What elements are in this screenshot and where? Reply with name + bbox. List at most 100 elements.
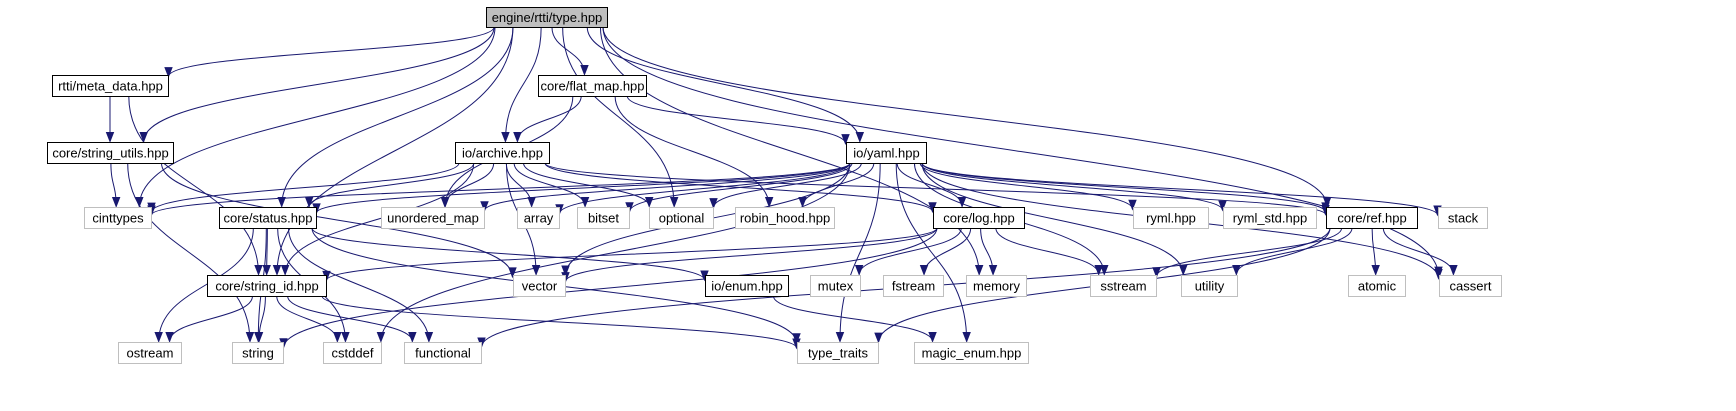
- arrowhead-icon: [957, 197, 967, 208]
- edge-yaml-to-magic-enum: [895, 162, 968, 342]
- node-box: [47, 142, 174, 164]
- node-box: [1326, 207, 1418, 229]
- node-label: io/archive.hpp: [462, 146, 543, 161]
- edge-enum-to-magic-enum: [772, 295, 934, 342]
- edge-yaml-to-type-traits: [839, 162, 881, 342]
- edge-status-to-enum: [311, 227, 705, 281]
- node-functional: functional: [404, 342, 482, 364]
- node-yaml[interactable]: io/yaml.hpp: [846, 142, 927, 164]
- node-label: io/yaml.hpp: [853, 146, 919, 161]
- node-robin-hood: robin_hood.hpp: [735, 207, 835, 229]
- arrowhead-icon: [764, 197, 774, 208]
- node-box: [52, 75, 169, 97]
- node-string-id[interactable]: core/string_id.hpp: [207, 275, 327, 297]
- arrowhead-icon: [1128, 199, 1137, 211]
- edge-type-to-status: [281, 26, 514, 207]
- node-label: vector: [522, 279, 558, 294]
- node-log[interactable]: core/log.hpp: [933, 207, 1025, 229]
- edge-yaml-to-utility: [921, 162, 1184, 275]
- edge-ref-to-sstream: [1156, 227, 1343, 277]
- node-label: robin_hood.hpp: [740, 211, 830, 226]
- arrowhead-icon: [254, 332, 264, 343]
- node-box: [1439, 275, 1502, 297]
- arrowhead-icon: [165, 332, 174, 343]
- arrowhead-icon: [988, 265, 998, 276]
- edge-meta-data-to-string-id: [128, 95, 260, 275]
- arrowhead-icon: [928, 332, 937, 343]
- node-archive[interactable]: io/archive.hpp: [455, 142, 550, 164]
- node-magic-enum: magic_enum.hpp: [914, 342, 1029, 364]
- node-flat-map[interactable]: core/flat_map.hpp: [538, 75, 647, 97]
- node-stack: stack: [1438, 207, 1488, 229]
- arrowhead-icon: [580, 65, 589, 76]
- arrowhead-icon: [1094, 265, 1103, 276]
- node-meta-data[interactable]: rtti/meta_data.hpp: [52, 75, 169, 97]
- node-box: [735, 207, 835, 229]
- node-cassert: cassert: [1439, 275, 1502, 297]
- node-box: [517, 207, 560, 229]
- edge-log-to-vector: [565, 227, 938, 282]
- node-label: string: [242, 346, 274, 361]
- node-ryml-std: ryml_std.hpp: [1223, 207, 1317, 229]
- node-box: [538, 75, 647, 97]
- node-box: [914, 342, 1029, 364]
- edge-type-to-archive: [504, 26, 542, 142]
- node-label: engine/rtti/type.hpp: [492, 10, 603, 25]
- node-label: core/ref.hpp: [1337, 211, 1406, 226]
- node-enum[interactable]: io/enum.hpp: [705, 275, 789, 297]
- node-mutex: mutex: [810, 275, 861, 297]
- edge-archive-to-status: [308, 162, 475, 207]
- edge-archive-to-optional: [522, 162, 650, 207]
- edge-string-utils-to-vector: [160, 162, 513, 277]
- arrowhead-icon: [164, 67, 173, 78]
- node-label: cassert: [1450, 279, 1492, 294]
- node-box: [84, 207, 152, 229]
- edge-archive-to-cinttypes: [151, 162, 460, 213]
- node-type[interactable]: engine/rtti/type.hpp: [486, 7, 608, 28]
- node-label: array: [524, 211, 554, 226]
- arrowhead-icon: [440, 197, 450, 208]
- arrowhead-icon: [333, 332, 342, 343]
- node-status[interactable]: core/status.hpp: [219, 207, 317, 229]
- arrowhead-icon: [480, 201, 489, 213]
- arrowhead-icon: [277, 197, 286, 208]
- node-label: cinttypes: [92, 211, 144, 226]
- edge-string-utils-to-string: [127, 162, 251, 342]
- node-ref[interactable]: core/ref.hpp: [1326, 207, 1418, 229]
- edge-type-to-cinttypes: [138, 26, 496, 207]
- node-box: [933, 207, 1025, 229]
- edge-flat-map-to-robin-hood: [614, 95, 770, 207]
- arrowhead-icon: [262, 265, 271, 276]
- edge-status-to-functional: [288, 227, 430, 342]
- arrowhead-icon: [709, 198, 718, 210]
- arrowhead-icon: [424, 332, 434, 343]
- arrowhead-icon: [245, 332, 255, 343]
- node-label: stack: [1448, 211, 1479, 226]
- arrowhead-icon: [835, 332, 845, 343]
- arrowhead-icon: [254, 265, 263, 276]
- arrowhead-icon: [105, 132, 115, 143]
- edge-archive-to-string-id: [284, 162, 475, 275]
- node-label: optional: [659, 211, 705, 226]
- edge-type-to-string-utils: [143, 26, 495, 142]
- node-array: array: [517, 207, 560, 229]
- edge-yaml-to-array: [559, 162, 851, 214]
- node-box: [1181, 275, 1238, 297]
- edge-string-id-to-type-traits: [321, 295, 797, 349]
- node-label: unordered_map: [387, 211, 479, 226]
- edge-yaml-to-ryml: [919, 162, 1133, 210]
- arrowhead-icon: [1232, 265, 1241, 276]
- node-box: [810, 275, 861, 297]
- node-cstddef: cstddef: [323, 342, 382, 364]
- node-box: [207, 275, 327, 297]
- node-box: [1348, 275, 1406, 297]
- arrowhead-icon: [111, 197, 121, 208]
- edge-log-to-mutex: [858, 227, 962, 275]
- node-string-utils[interactable]: core/string_utils.hpp: [47, 142, 174, 164]
- node-label: magic_enum.hpp: [922, 346, 1022, 361]
- node-box: [1438, 207, 1488, 229]
- arrowhead-icon: [1371, 265, 1380, 276]
- node-box: [1090, 275, 1157, 297]
- node-label: utility: [1195, 279, 1225, 294]
